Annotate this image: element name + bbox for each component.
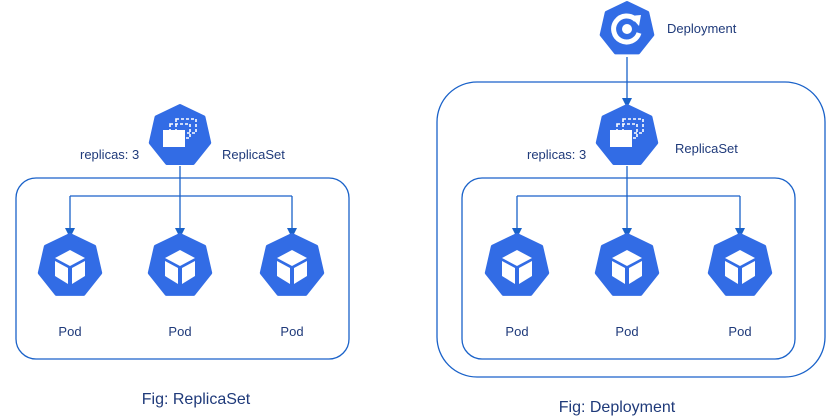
right-deployment-container xyxy=(436,81,826,378)
right-replicas-label: replicas: 3 xyxy=(527,147,587,162)
left-figure-caption: Fig: ReplicaSet xyxy=(141,391,251,408)
right-replicaset-container xyxy=(461,177,796,360)
right-deployment-label: Deployment xyxy=(667,21,737,36)
right-pod-icon-1 xyxy=(484,233,550,296)
left-pod-icon-1 xyxy=(37,233,103,296)
right-pod-label-2: Pod xyxy=(615,324,639,339)
left-pod-label-3: Pod xyxy=(280,324,304,339)
right-replicaset-label: ReplicaSet xyxy=(675,141,738,156)
right-pod-label-3: Pod xyxy=(728,324,752,339)
right-figure-caption: Fig: Deployment xyxy=(558,399,676,416)
right-pod-icon-2 xyxy=(594,233,660,296)
left-replicaset-icon xyxy=(148,104,212,165)
right-deployment-icon xyxy=(599,1,655,55)
left-replicas-label: replicas: 3 xyxy=(80,147,140,162)
left-replicaset-container xyxy=(15,177,350,360)
right-pod-icon-3 xyxy=(707,233,773,296)
left-pod-icon-2 xyxy=(147,233,213,296)
right-pod-label-1: Pod xyxy=(505,324,529,339)
left-replicaset-label: ReplicaSet xyxy=(222,147,285,162)
right-replicaset-icon xyxy=(595,104,659,165)
left-pod-label-2: Pod xyxy=(168,324,192,339)
left-pod-label-1: Pod xyxy=(58,324,82,339)
left-pod-icon-3 xyxy=(259,233,325,296)
